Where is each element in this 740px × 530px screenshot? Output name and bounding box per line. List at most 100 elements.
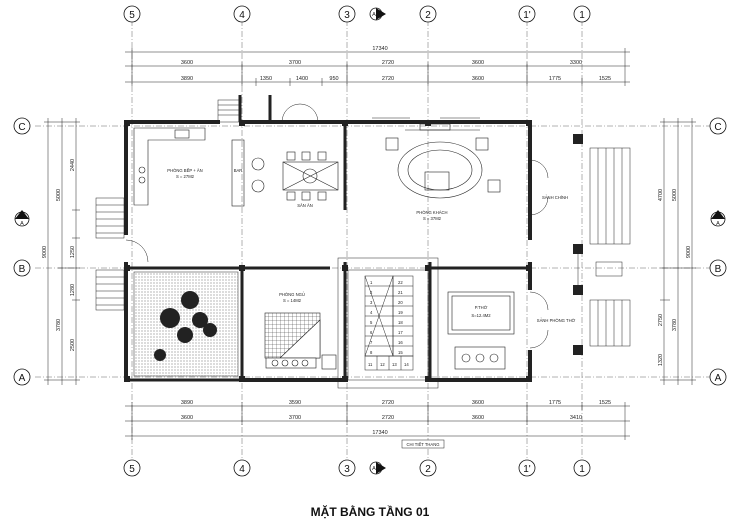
stair-step-20: 20 [398,300,403,305]
dimension-lines-right [660,118,696,385]
grid-label-4-bottom: 4 [239,464,245,475]
stair-step-1: 1 [370,280,373,285]
bottom-dim-2-2: 3700 [289,415,301,421]
grid-bubbles-top: 5 4 3 2 1' 1 [123,5,591,23]
stair-step-12: 12 [380,362,385,367]
label-kitchen-area: S = 27M2 [176,174,195,179]
left-dim-mid-1: 5000 [56,189,62,201]
label-bar: BAR [234,168,243,173]
stair-step-6: 6 [370,330,373,335]
bottom-dim-2-4: 3600 [472,415,484,421]
grid-label-1p-bottom: 1' [523,464,531,475]
dimension-lines-top [125,48,630,86]
grid-label-a-right: A [715,373,722,384]
bottom-dim-2-1: 3600 [181,415,193,421]
bottom-dim-2-5: 3410 [570,415,582,421]
label-living-area: S = 37M2 [423,216,442,221]
stair-detail-tag: CHI TIẾT THANG [406,442,439,447]
central-staircase [337,257,439,389]
grid-label-1-top: 1 [579,10,585,21]
right-dim-mid-1: 5000 [672,189,678,201]
stair-step-16: 16 [398,340,403,345]
dining-table [251,151,339,201]
stair-step-14: 14 [404,362,409,367]
drawing-title: MẶT BẰNG TẦNG 01 [310,505,430,519]
stair-step-13: 13 [392,362,397,367]
overall-dimension-top: 17340 [372,46,387,52]
garden-area [133,271,239,377]
porch-steps-right [577,147,631,347]
label-kitchen: PHÒNG BẾP + ĂN [167,168,202,173]
grid-label-4-top: 4 [239,10,245,21]
grid-label-1p-top: 1' [523,10,531,21]
stair-step-numbers: 1 2 3 4 5 6 7 8 11 12 13 14 15 16 17 18 … [368,280,409,367]
grid-label-a-left: A [19,373,26,384]
label-bedroom: PHÒNG NGỦ [279,292,305,297]
grid-label-c-left: C [18,122,25,133]
left-dim-inner-2: 1250 [70,246,76,258]
stair-step-3: 3 [370,300,373,305]
grid-label-5-top: 5 [129,10,135,21]
top-dim-2-4: 950 [329,76,338,82]
label-dining: SÂN ĂN [297,203,313,208]
entry-doors-top [281,103,480,123]
grid-bubbles-bottom: 5 4 3 2 1' 1 [123,459,591,477]
top-dim-1-1: 3600 [181,60,193,66]
grid-label-5-bottom: 5 [129,464,135,475]
stair-step-8: 8 [370,350,373,355]
stair-step-15: 15 [398,350,403,355]
section-markers: A A A A [14,7,726,475]
stair-step-5: 5 [370,320,373,325]
dimension-lines-left [44,118,80,385]
top-dim-2-2: 1350 [260,76,272,82]
top-dim-2-8: 1525 [599,76,611,82]
living-room-sofa [385,123,501,199]
grid-label-1-bottom: 1 [579,464,585,475]
overall-dimension-bottom: 17340 [372,430,387,436]
stair-step-18: 18 [398,320,403,325]
right-dim-inner-2: 2750 [658,314,664,326]
section-marker-bottom: A [372,466,376,472]
grid-bubbles-rows: C B A C B A [13,117,727,386]
grid-label-2-bottom: 2 [425,464,431,475]
top-dim-1-5: 3300 [570,60,582,66]
grid-label-3-top: 3 [344,10,350,21]
left-dim-inner-4: 2500 [70,339,76,351]
grid-label-c-right: C [714,122,721,133]
dimension-lines-bottom [125,402,630,440]
stair-step-2: 2 [370,290,373,295]
bottom-dim-1-5: 1775 [549,400,561,406]
right-dim-mid-2: 3780 [672,319,678,331]
top-dim-1-4: 3600 [472,60,484,66]
right-dim-inner-3: 1320 [658,354,664,366]
top-dim-1-3: 2720 [382,60,394,66]
label-worship-area: S=12.4M2 [471,313,491,318]
top-dim-1-2: 3700 [289,60,301,66]
bottom-dim-1-3: 2720 [382,400,394,406]
bottom-dim-1-2: 3590 [289,400,301,406]
label-side-lobby: SẢNH PHÒNG THỜ [537,318,576,323]
top-dim-2-7: 1775 [549,76,561,82]
worship-room-furniture [447,291,515,370]
right-dim-outer: 9000 [686,246,692,258]
porch-doors-right [529,159,549,349]
label-main-lobby: SẢNH CHÍNH [542,195,568,200]
left-dim-mid-2: 3780 [56,319,62,331]
grid-label-2-top: 2 [425,10,431,21]
stair-step-21: 21 [398,290,403,295]
grid-label-b-left: B [19,264,26,275]
top-dim-2-5: 2720 [382,76,394,82]
section-marker-top: A [372,12,376,18]
stair-step-11: 11 [368,362,373,367]
bottom-dim-1-4: 3600 [472,400,484,406]
bedroom-furniture [264,312,337,370]
left-dim-inner-1: 2440 [70,159,76,171]
entry-steps-top [217,99,241,123]
top-dim-2-6: 3600 [472,76,484,82]
top-dim-2-3: 1400 [296,76,308,82]
grid-label-b-right: B [715,264,722,275]
section-marker-left: A [20,221,24,227]
label-bedroom-area: S = 14M2 [283,298,302,303]
